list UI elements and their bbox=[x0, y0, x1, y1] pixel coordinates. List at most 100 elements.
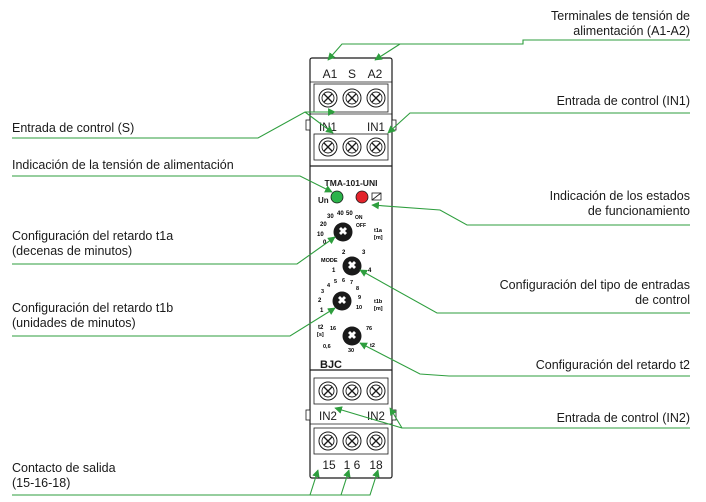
label-control-s: Entrada de control (S) bbox=[12, 121, 135, 135]
screw-cross-icon bbox=[371, 386, 381, 396]
leader-control-in1 bbox=[387, 112, 690, 134]
dial-mode-label: MODE bbox=[321, 258, 338, 264]
dial-t2-unit: [s] bbox=[317, 332, 324, 338]
screw-terminal-output-2[interactable] bbox=[342, 431, 362, 451]
leader-control-s-in1 bbox=[304, 111, 334, 134]
dial-t2-tick-76: 76 bbox=[366, 326, 372, 332]
label-output-contact: Contacto de salida (15-16-18) bbox=[12, 461, 116, 490]
screw-cross-icon bbox=[323, 93, 333, 103]
dial-t1b-tick-4: 4 bbox=[327, 283, 331, 289]
dial-t1b[interactable] bbox=[332, 291, 352, 311]
dial-t2-label: t2 bbox=[318, 325, 324, 331]
dial-t1a[interactable] bbox=[333, 222, 353, 242]
screw-cross-icon bbox=[347, 142, 357, 152]
terminal-in1-left: IN1 bbox=[319, 122, 337, 134]
leader-supply-indication bbox=[12, 175, 333, 193]
leader-output-contact-15 bbox=[309, 469, 320, 496]
dial-t1b-tick-8: 8 bbox=[356, 286, 359, 292]
leader-output-contact bbox=[12, 469, 380, 496]
dial-t1a-tick-10: 10 bbox=[317, 232, 324, 238]
leader-input-type bbox=[359, 269, 690, 314]
screw-cross-icon bbox=[323, 142, 333, 152]
label-supply-indication: Indicación de la tensión de alimentación bbox=[12, 158, 234, 172]
screw-terminal-top-supply-1[interactable] bbox=[318, 88, 338, 108]
dial-t1a-unit: t1a bbox=[374, 228, 383, 234]
dial-t2[interactable] bbox=[342, 326, 362, 346]
screw-terminal-output-3[interactable] bbox=[366, 431, 386, 451]
label-control-in2: Entrada de control (IN2) bbox=[556, 411, 690, 425]
screw-cross-icon bbox=[371, 93, 381, 103]
dial-t1b-tick-7: 7 bbox=[350, 280, 353, 286]
screw-cross-icon bbox=[371, 436, 381, 446]
dial-t1a-tick-30: 30 bbox=[327, 214, 334, 220]
led-status bbox=[355, 190, 369, 204]
dial-mode[interactable] bbox=[342, 256, 362, 276]
screw-terminal-in1-2[interactable] bbox=[342, 137, 362, 157]
dial-mode-tick-4: 4 bbox=[368, 268, 372, 274]
dial-t1a-tick-0: 0 bbox=[323, 240, 327, 246]
dial-t2-tick-30: 30 bbox=[348, 348, 354, 354]
dial-t1a-tick-40: 40 bbox=[337, 211, 344, 217]
screw-cross-icon bbox=[323, 436, 333, 446]
screw-terminal-in2-1[interactable] bbox=[318, 381, 338, 401]
leader-supply-terminals-a2 bbox=[374, 43, 401, 61]
dial-t1b-unit-m: [m] bbox=[374, 306, 383, 312]
terminal-a1: A1 bbox=[323, 67, 338, 81]
dial-mode-tick-2: 2 bbox=[342, 250, 346, 256]
dial-t1a-tick-50: 50 bbox=[346, 211, 353, 217]
terminal-in2-right: IN2 bbox=[367, 411, 385, 423]
leader-lines bbox=[12, 39, 690, 496]
dial-t2-cross-icon bbox=[348, 331, 356, 339]
leader-delay-t2 bbox=[359, 342, 690, 377]
terminal-in1-right: IN1 bbox=[367, 122, 385, 134]
screw-terminal-in1-3[interactable] bbox=[366, 137, 386, 157]
dial-t1b-tick-1: 1 bbox=[320, 308, 324, 314]
label-control-in1: Entrada de control (IN1) bbox=[556, 94, 690, 108]
label-delay-t1b: Configuración del retardo t1b (unidades … bbox=[12, 301, 174, 330]
brand-logo: BJC bbox=[320, 359, 342, 371]
dial-t2-end: t2 bbox=[370, 343, 375, 349]
screw-cross-icon bbox=[347, 386, 357, 396]
screw-terminal-top-supply-2[interactable] bbox=[342, 88, 362, 108]
dial-mode-tick-1: 1 bbox=[332, 268, 336, 274]
model-name: TMA-101-UNI bbox=[325, 178, 378, 188]
terminal-in2-left: IN2 bbox=[319, 411, 337, 423]
dial-t2-tick-16: 16 bbox=[330, 326, 336, 332]
screw-terminal-top-supply-3[interactable] bbox=[366, 88, 386, 108]
dial-t1b-tick-5: 5 bbox=[334, 279, 337, 285]
leader-control-in2-left bbox=[334, 406, 403, 429]
dial-t1a-tick-off: OFF bbox=[356, 223, 366, 229]
dial-t1b-tick-3: 3 bbox=[321, 289, 324, 295]
dial-t1b-unit: t1b bbox=[374, 299, 383, 305]
screw-terminal-in2-3[interactable] bbox=[366, 381, 386, 401]
leader-operating-states bbox=[371, 201, 690, 226]
terminal-s: S bbox=[348, 67, 356, 81]
screw-cross-icon bbox=[347, 436, 357, 446]
leader-output-contact-16 bbox=[340, 469, 351, 496]
dial-t1a-unit-m: [m] bbox=[374, 235, 383, 241]
screw-cross-icon bbox=[323, 386, 333, 396]
label-operating-states: Indicación de los estados de funcionamie… bbox=[549, 189, 690, 218]
screw-cross-icon bbox=[371, 142, 381, 152]
dial-t1b-tick-9: 9 bbox=[358, 295, 361, 301]
terminal-a2: A2 bbox=[368, 67, 383, 81]
screw-terminal-output-1[interactable] bbox=[318, 431, 338, 451]
label-supply-terminals: Terminales de tensión de alimentación (A… bbox=[551, 9, 690, 38]
terminal-15: 15 bbox=[322, 458, 336, 472]
dial-t1b-cross-icon bbox=[338, 296, 346, 304]
label-input-type: Configuración del tipo de entradas de co… bbox=[499, 278, 690, 307]
screw-terminal-in1-1[interactable] bbox=[318, 137, 338, 157]
dial-t1a-tick-on: ON bbox=[355, 215, 363, 221]
dial-t2-tick-0-6: 0,6 bbox=[323, 344, 331, 350]
screw-terminal-in2-2[interactable] bbox=[342, 381, 362, 401]
led-supply bbox=[330, 190, 344, 204]
label-delay-t2: Configuración del retardo t2 bbox=[535, 358, 690, 372]
leader-delay-t1a bbox=[12, 236, 336, 265]
leader-delay-t1b bbox=[12, 307, 336, 337]
led-supply-label: Un bbox=[318, 196, 329, 205]
relay-symbol-icon bbox=[371, 192, 382, 201]
terminal-18: 18 bbox=[369, 458, 383, 472]
dial-t1b-tick-2: 2 bbox=[318, 298, 322, 304]
leader-supply-terminals bbox=[327, 39, 690, 61]
